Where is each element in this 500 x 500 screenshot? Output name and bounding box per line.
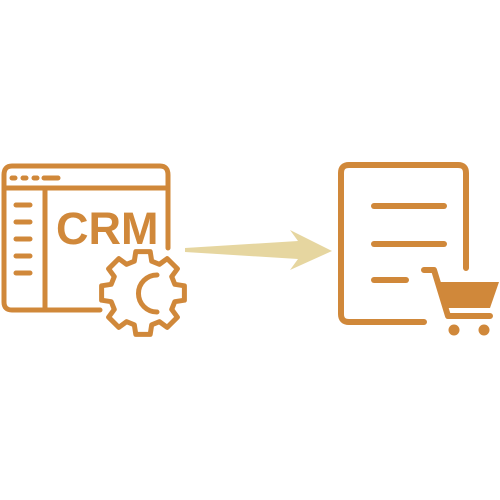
gear-inner-ring (136, 272, 160, 315)
gear-icon (99, 249, 187, 337)
arrow-shape (185, 230, 332, 270)
window-frame (1, 163, 171, 313)
cart-basket (438, 282, 499, 308)
crm-window-icon (1, 163, 171, 313)
shopping-cart-icon (421, 267, 499, 336)
cart-handle (421, 267, 493, 319)
document-icon (338, 162, 469, 325)
cart-wheel (478, 324, 490, 336)
document-frame (338, 162, 469, 325)
gear-outline (99, 249, 187, 337)
cart-wheel (448, 324, 460, 336)
right-arrow-icon (185, 230, 332, 270)
crm-label: CRM (56, 203, 158, 254)
